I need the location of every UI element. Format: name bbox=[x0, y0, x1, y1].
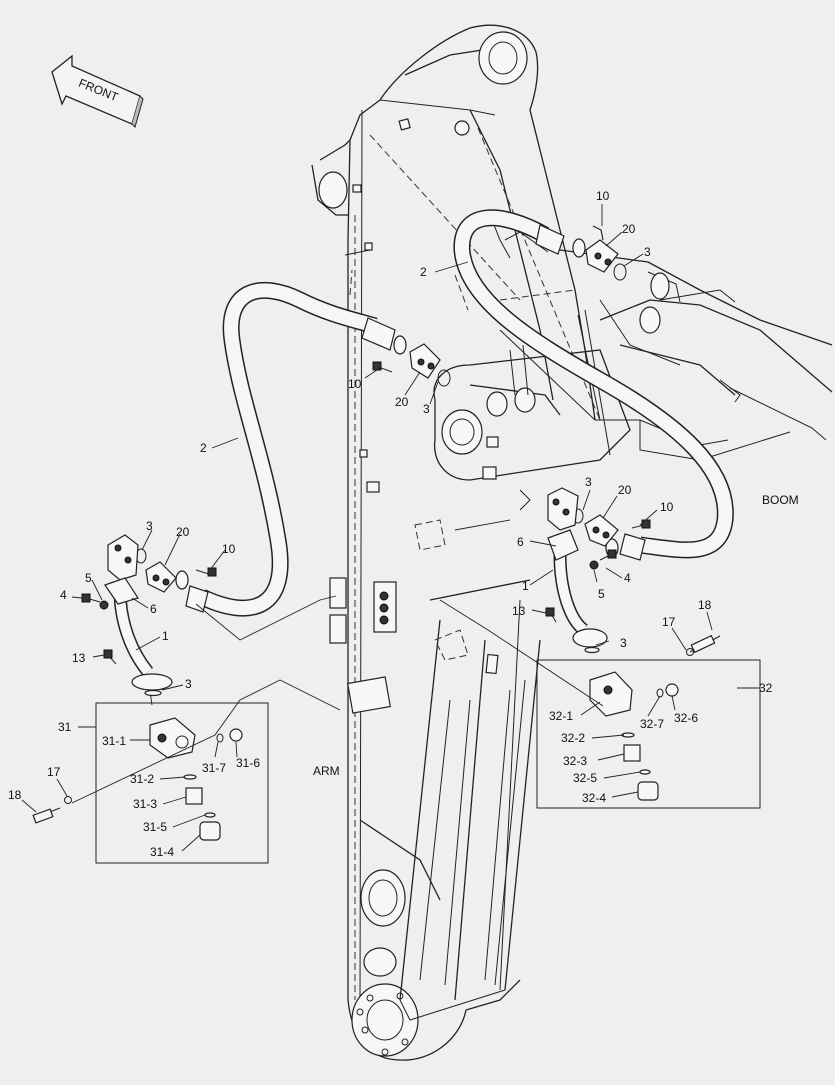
hose-right bbox=[453, 209, 734, 561]
boom-label: BOOM bbox=[762, 493, 799, 507]
callout-1: 1 bbox=[162, 629, 169, 643]
arm-label: ARM bbox=[313, 764, 340, 778]
callout-10: 10 bbox=[660, 500, 674, 514]
callout-31-4: 31-4 bbox=[150, 845, 174, 859]
leader-lines bbox=[21, 204, 760, 852]
callout-labels: 2 10 20 3 10 20 3 2 3 20 10 5 4 6 1 13 3… bbox=[8, 189, 799, 859]
callout-6: 6 bbox=[150, 602, 157, 616]
callout-3: 3 bbox=[423, 402, 430, 416]
pipe-left bbox=[81, 534, 173, 691]
valve-assembly-31 bbox=[32, 689, 269, 864]
callout-18: 18 bbox=[8, 788, 22, 802]
callout-18: 18 bbox=[698, 598, 712, 612]
callout-31-2: 31-2 bbox=[130, 772, 154, 786]
callout-20: 20 bbox=[622, 222, 636, 236]
callout-3: 3 bbox=[185, 677, 192, 691]
assembly-31-frame bbox=[95, 702, 269, 864]
callout-32-1: 32-1 bbox=[549, 709, 573, 723]
callout-31-6: 31-6 bbox=[236, 756, 260, 770]
callout-31-3: 31-3 bbox=[133, 797, 157, 811]
callout-20: 20 bbox=[618, 483, 632, 497]
callout-4: 4 bbox=[60, 588, 67, 602]
callout-32: 32 bbox=[759, 681, 773, 695]
callout-6: 6 bbox=[517, 535, 524, 549]
callout-13: 13 bbox=[512, 604, 526, 618]
callout-32-5: 32-5 bbox=[573, 771, 597, 785]
flange-top-right bbox=[572, 225, 627, 281]
callout-3: 3 bbox=[620, 636, 627, 650]
callout-17: 17 bbox=[662, 615, 676, 629]
callout-3: 3 bbox=[644, 245, 651, 259]
callout-10: 10 bbox=[222, 542, 236, 556]
callout-31-7: 31-7 bbox=[202, 761, 226, 775]
callout-13: 13 bbox=[72, 651, 86, 665]
callout-20: 20 bbox=[176, 525, 190, 539]
callout-31: 31 bbox=[58, 720, 72, 734]
callout-20: 20 bbox=[395, 395, 409, 409]
callout-32-7: 32-7 bbox=[640, 717, 664, 731]
valve-assembly-32 bbox=[536, 634, 761, 809]
callout-31-5: 31-5 bbox=[143, 820, 167, 834]
callout-1: 1 bbox=[522, 579, 529, 593]
arm-structure bbox=[311, 24, 729, 1061]
callout-3: 3 bbox=[146, 519, 153, 533]
callout-5: 5 bbox=[598, 587, 605, 601]
hose-left bbox=[185, 281, 396, 617]
front-arrow: FRONT bbox=[51, 54, 144, 128]
callout-3: 3 bbox=[585, 475, 592, 489]
pipe-right bbox=[545, 487, 617, 648]
callout-4: 4 bbox=[624, 571, 631, 585]
callout-10: 10 bbox=[348, 377, 362, 391]
assembly-32-frame bbox=[536, 659, 761, 809]
callout-10: 10 bbox=[596, 189, 610, 203]
callout-5: 5 bbox=[85, 571, 92, 585]
flange-left bbox=[135, 548, 217, 593]
callout-2: 2 bbox=[420, 265, 427, 279]
boom-structure bbox=[559, 249, 833, 461]
flange-mid bbox=[372, 335, 451, 387]
callout-32-2: 32-2 bbox=[561, 731, 585, 745]
callout-17: 17 bbox=[47, 765, 61, 779]
callout-32-6: 32-6 bbox=[674, 711, 698, 725]
callout-32-3: 32-3 bbox=[563, 754, 587, 768]
callout-31-1: 31-1 bbox=[102, 734, 126, 748]
callout-2: 2 bbox=[200, 441, 207, 455]
callout-32-4: 32-4 bbox=[582, 791, 606, 805]
